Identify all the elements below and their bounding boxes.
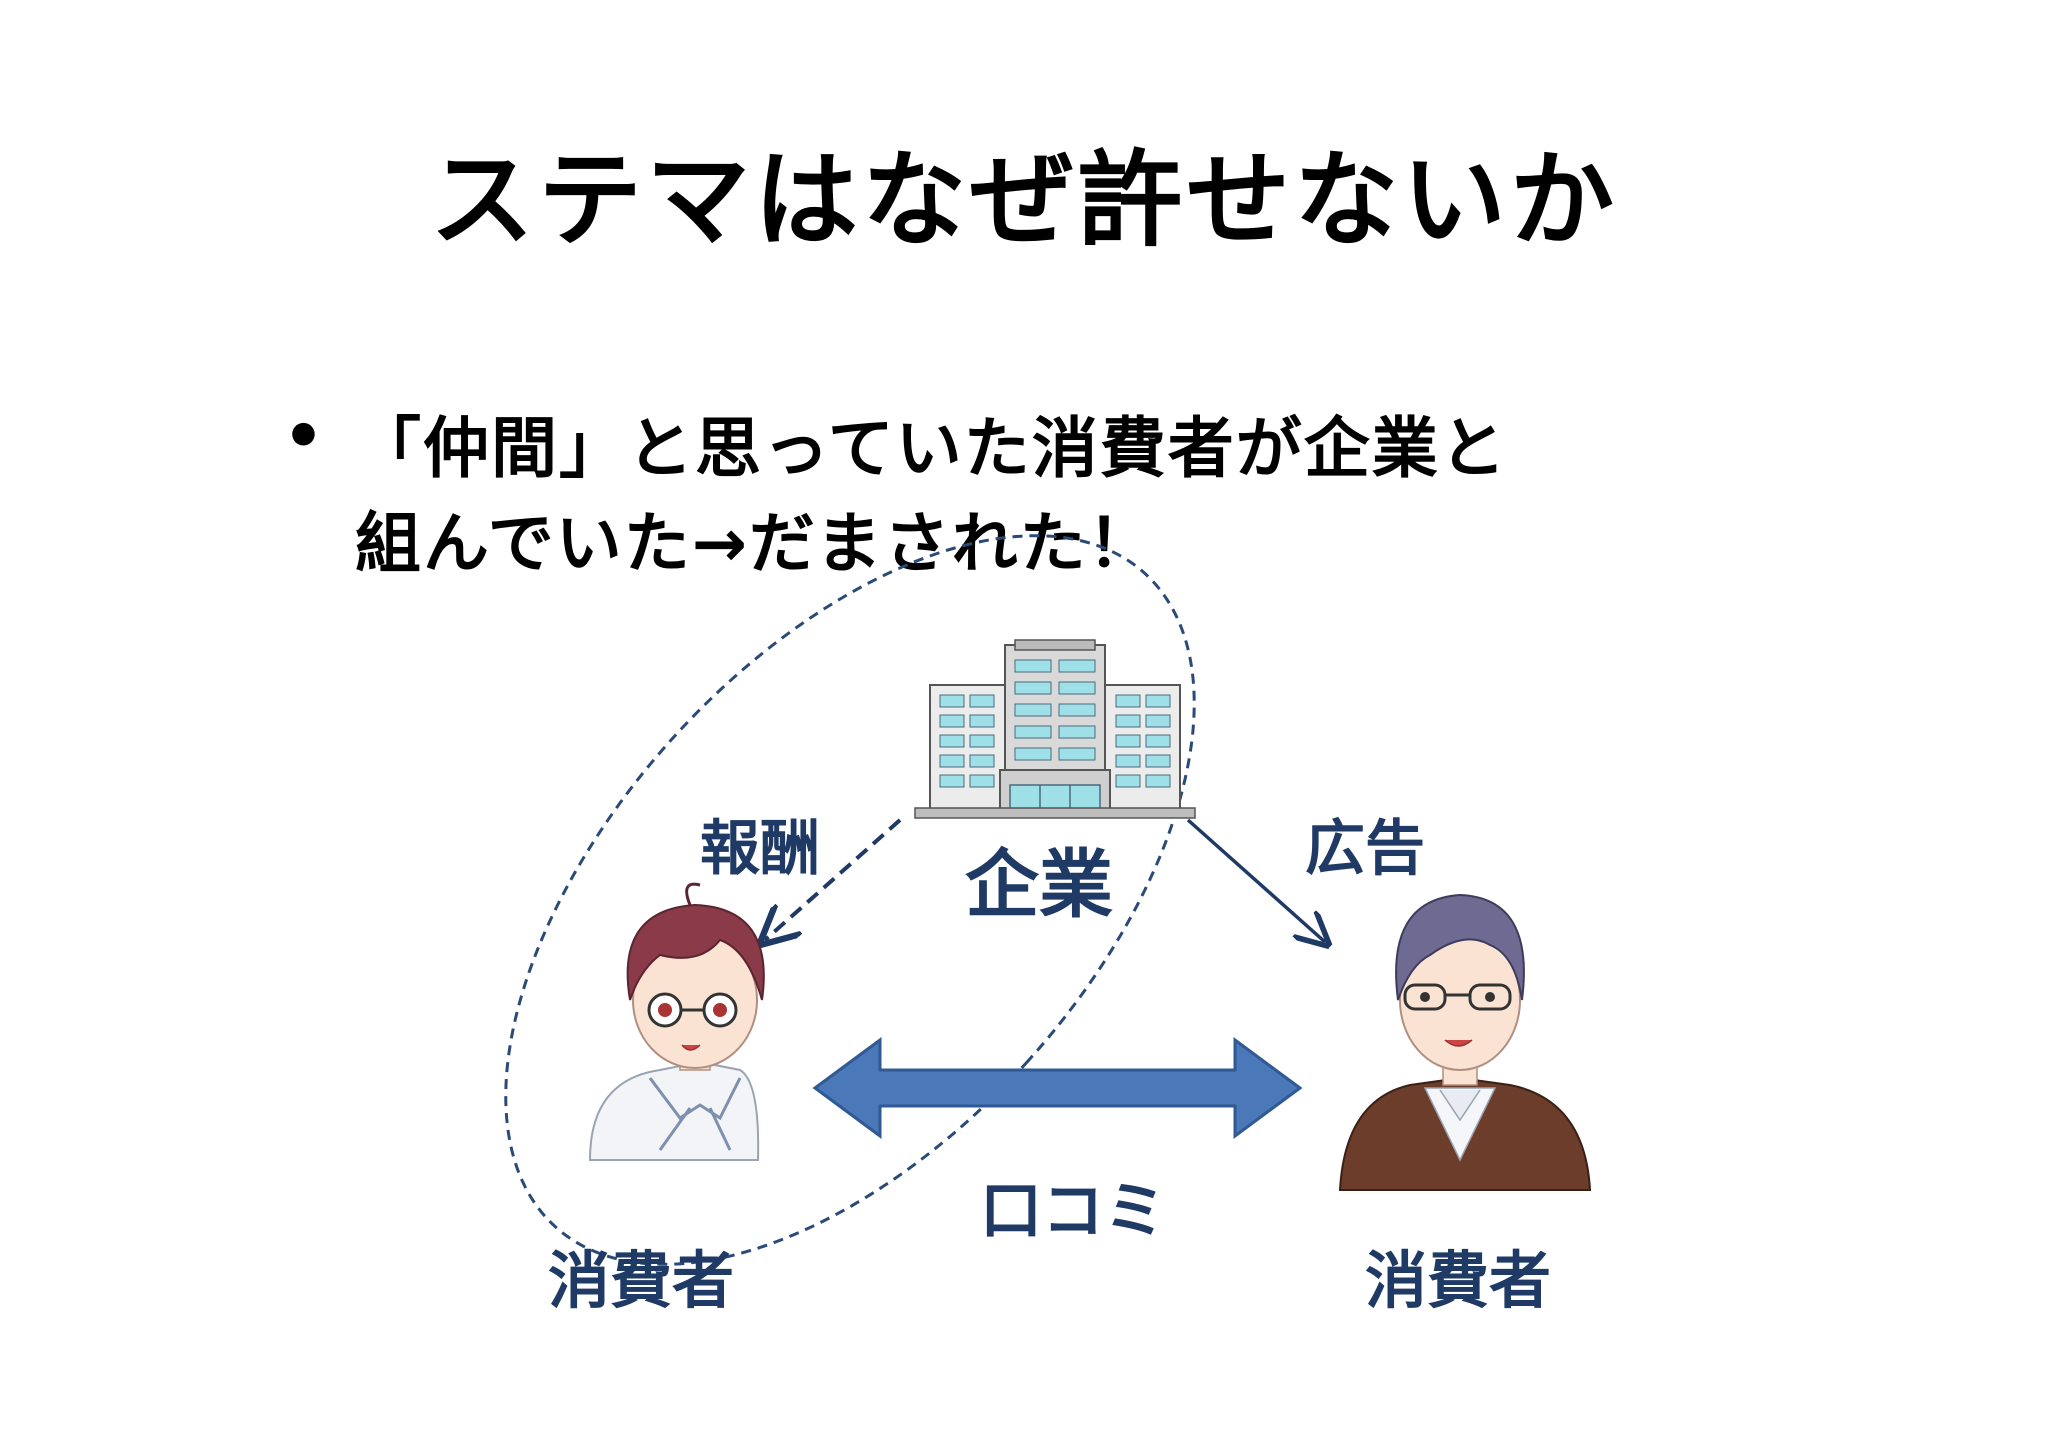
bullet-text-line-1: 「仲間」と思っていた消費者が企業と bbox=[355, 410, 1508, 487]
word-of-mouth-label: 口コミ bbox=[980, 1174, 1167, 1247]
consumer-left-label: 消費者 bbox=[548, 1244, 735, 1317]
consumer-left-avatar bbox=[588, 882, 765, 1161]
company-building-icon bbox=[914, 639, 1196, 819]
bullet-text-line-2: 組んでいた→だまされた！ bbox=[355, 505, 1156, 582]
consumer-right-avatar bbox=[1338, 893, 1592, 1191]
reward-label: 報酬 bbox=[700, 814, 820, 884]
page-title: ステマはなぜ許せないか bbox=[429, 139, 1618, 261]
collusion-ellipse bbox=[504, 534, 1196, 1266]
consumer-right-label: 消費者 bbox=[1365, 1244, 1552, 1317]
company-label: 企業 bbox=[965, 842, 1113, 928]
ad-label: 広告 bbox=[1305, 814, 1425, 884]
bullet-marker: • bbox=[283, 400, 324, 474]
ad-arrow bbox=[1186, 818, 1325, 942]
word-of-mouth-arrow bbox=[812, 1037, 1303, 1139]
reward-arrow bbox=[765, 818, 902, 940]
